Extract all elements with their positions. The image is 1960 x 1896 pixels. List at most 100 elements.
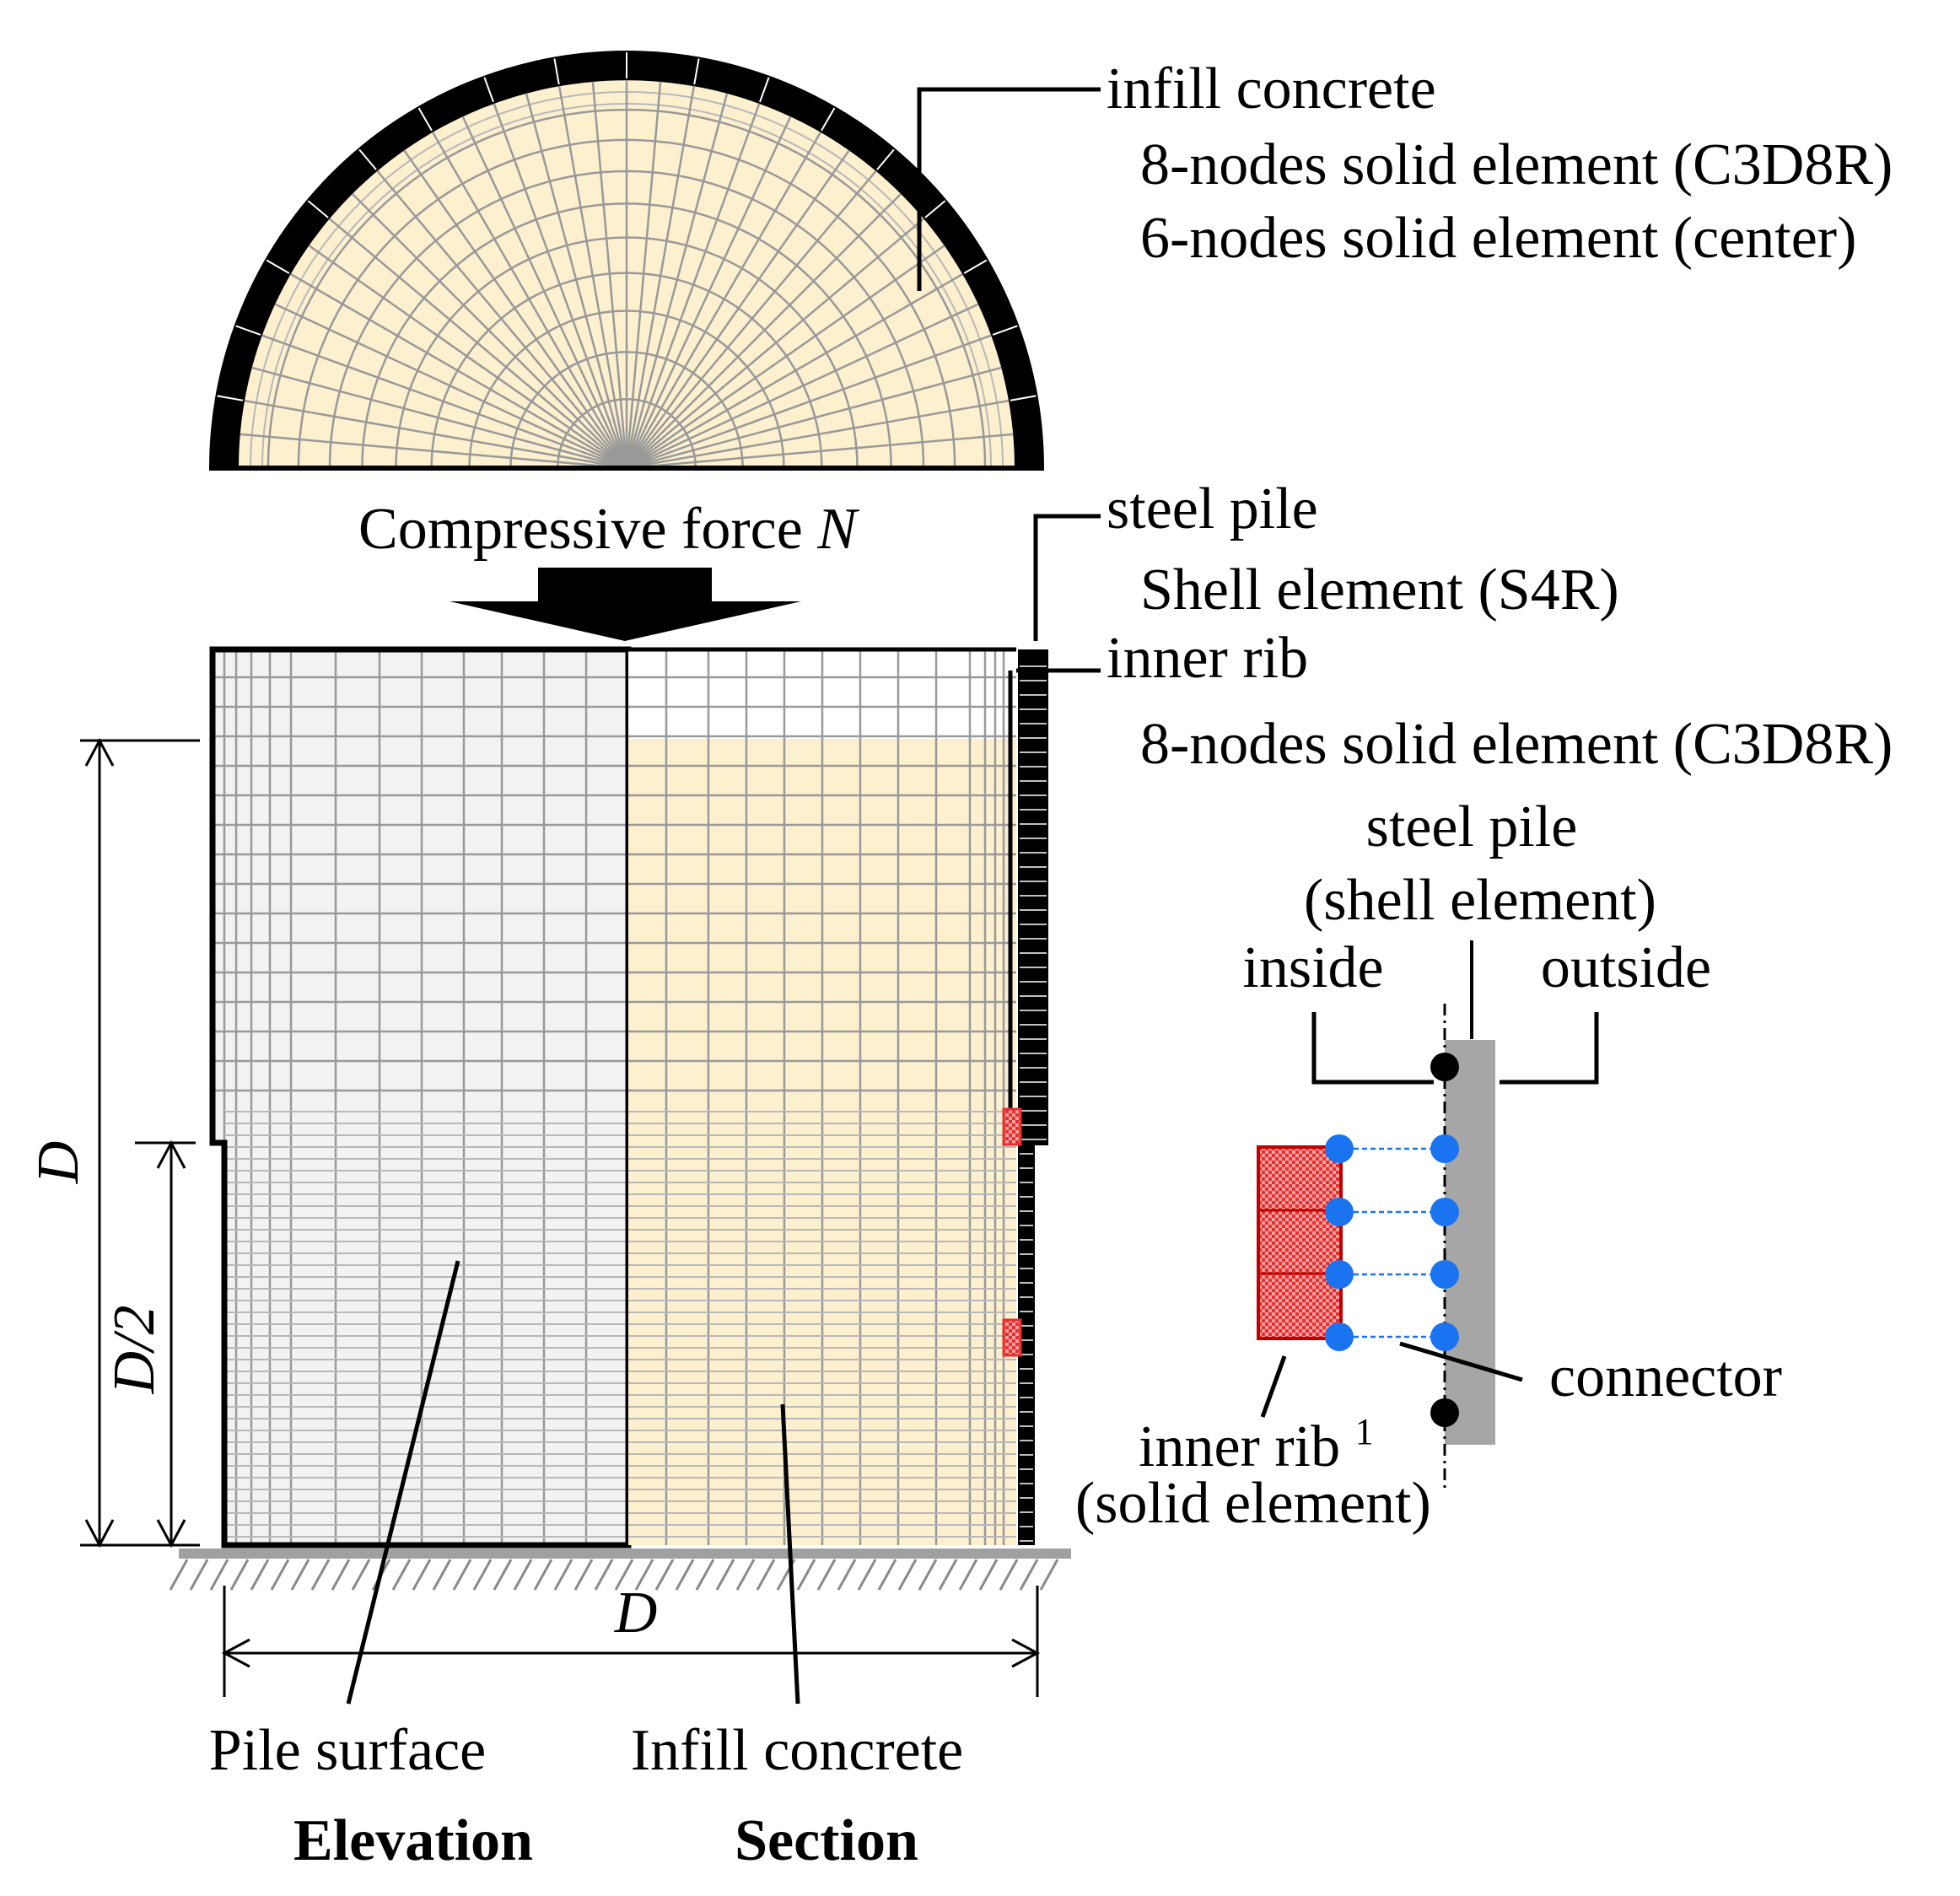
ground-hatch: [270, 1559, 290, 1591]
ground-hatch: [654, 1559, 675, 1591]
compressive-force: Compressive force N: [358, 497, 859, 641]
ring-tick: [266, 259, 290, 274]
mesh-radial: [251, 366, 627, 470]
mesh-radial: [625, 149, 850, 469]
mesh-radial: [244, 399, 627, 470]
ground-hatch: [432, 1559, 452, 1591]
ring-tick: [693, 58, 700, 85]
infill-mesh: [240, 80, 1014, 470]
pile-callouts: steel pile Shell element (S4R) inner rib…: [1008, 477, 1893, 777]
detail-outside: outside: [1541, 935, 1711, 1000]
label-infill-element-2: 6-nodes solid element (center): [1140, 206, 1856, 271]
force-arrow: [450, 568, 801, 641]
mesh-radial: [557, 85, 628, 469]
ground-hatch: [897, 1559, 918, 1591]
mesh-radial: [625, 103, 761, 469]
label-infill-element-1: 8-nodes solid element (C3D8R): [1140, 132, 1893, 197]
steel-pile-wall-upper: [1018, 649, 1048, 1145]
label-section: Section: [735, 1808, 918, 1873]
mesh-radial: [308, 245, 627, 470]
shell-node: [1430, 1198, 1459, 1226]
label-shell-element: Shell element (S4R): [1140, 557, 1619, 622]
label-infill-concrete-section: Infill concrete: [631, 1718, 964, 1783]
mesh-radial: [626, 170, 877, 469]
shell-node: [1430, 1260, 1459, 1289]
mesh-radial: [626, 303, 979, 470]
pile-surface: [213, 649, 628, 1545]
ground-hatch: [796, 1559, 816, 1591]
detail-inside: inside: [1242, 935, 1383, 1000]
mesh-radial: [626, 334, 992, 470]
connector-springs: [1325, 1134, 1459, 1351]
ground-hatch: [331, 1559, 351, 1591]
ring-tick: [417, 107, 433, 132]
shell-element-strip: [1445, 1040, 1495, 1445]
ring-tick: [358, 148, 377, 170]
ground-hatch: [229, 1559, 250, 1591]
inner-rib-solid: [1257, 1145, 1343, 1340]
dim-height-half: D/2: [102, 1306, 167, 1395]
mesh-radial: [626, 399, 1010, 470]
ground-hatch: [169, 1559, 189, 1591]
ring-tick: [963, 259, 988, 274]
detail-solid-element: (solid element): [1075, 1471, 1431, 1536]
ground-hatch: [837, 1559, 857, 1591]
mesh-radial: [626, 192, 902, 469]
ground-hatch: [715, 1559, 735, 1591]
shell-node: [1430, 1322, 1459, 1351]
mesh-radial: [626, 433, 1014, 470]
ring-tick: [553, 58, 560, 85]
mesh-radial: [290, 272, 627, 470]
ring-tick: [924, 200, 946, 218]
label-pile-surface: Pile surface: [209, 1718, 486, 1783]
rib-node: [1325, 1134, 1354, 1163]
mesh-radial: [625, 116, 792, 469]
ground-hatch: [533, 1559, 553, 1591]
steel-ring-segments: [217, 52, 1037, 401]
shell-node-bottom: [1430, 1398, 1459, 1427]
ground-hatch: [310, 1559, 331, 1591]
mesh-radial: [431, 132, 628, 469]
ground-hatch: [573, 1559, 594, 1591]
ground-hatch: [1019, 1559, 1039, 1591]
rib-node: [1325, 1260, 1354, 1289]
ground-hatch: [472, 1559, 493, 1591]
ground: [169, 1549, 1071, 1591]
connector-detail: steel pile (shell element) inside outsid…: [1075, 794, 1782, 1536]
ring-tick: [235, 325, 261, 336]
mesh-radial: [626, 245, 945, 470]
mesh-radial: [261, 334, 627, 470]
ground-hatch: [553, 1559, 573, 1591]
mesh-radial: [625, 132, 822, 469]
ground-hatch: [209, 1559, 229, 1591]
label-elevation: Elevation: [293, 1808, 533, 1873]
ground-hatch: [735, 1559, 756, 1591]
mesh-radial: [461, 116, 628, 469]
infill-section-mesh: [628, 649, 1016, 1545]
ground-hatch: [412, 1559, 432, 1591]
mesh-radial: [625, 93, 729, 469]
ground-hatch: [756, 1559, 776, 1591]
ground-hatch: [978, 1559, 999, 1591]
label-steel-pile: steel pile: [1107, 477, 1318, 541]
ring-tick: [307, 200, 329, 218]
inner-rib-lower: [1002, 1318, 1022, 1357]
ground-hatch: [493, 1559, 513, 1591]
label-compressive-force: Compressive force N: [358, 497, 859, 562]
dimension-lines: D D/2 D: [26, 737, 1041, 1697]
ring-tick: [876, 148, 895, 170]
ring-tick: [759, 77, 770, 103]
detail-steel-pile: steel pile: [1366, 794, 1578, 859]
ground-hatch: [1039, 1559, 1059, 1591]
ring-tick: [992, 325, 1018, 336]
detail-shell-element: (shell element): [1304, 868, 1656, 933]
ground-hatch: [958, 1559, 978, 1591]
ground-hatch: [250, 1559, 270, 1591]
ground-hatch: [290, 1559, 310, 1591]
dim-height-full: D: [26, 1141, 91, 1185]
mesh-radial: [351, 192, 627, 469]
mesh-radial: [403, 149, 628, 469]
mesh-radial: [626, 272, 963, 470]
ground-hatch: [189, 1559, 209, 1591]
